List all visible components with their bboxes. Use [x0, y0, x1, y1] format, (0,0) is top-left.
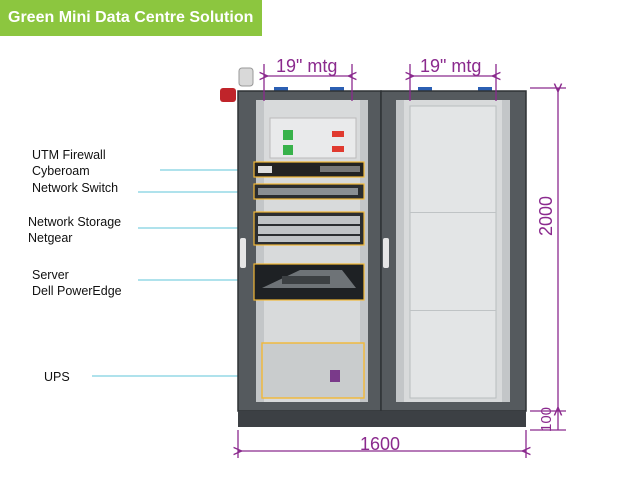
label-ups: UPS	[44, 370, 70, 384]
alarm-beacon-icon	[220, 88, 236, 102]
network-switch-device	[253, 183, 365, 200]
base-label: 100	[538, 406, 555, 432]
server-device	[253, 263, 365, 301]
network-storage-device	[253, 211, 365, 246]
top-light-icon	[238, 67, 254, 87]
right-rack	[380, 90, 527, 412]
mtg-left-label: 19" mtg	[276, 56, 338, 76]
label-storage-line1: Network Storage	[28, 215, 122, 229]
label-server-line1: Server	[32, 268, 69, 282]
rack-top-fittings	[220, 67, 492, 102]
height-label: 2000	[536, 195, 556, 236]
rack-base	[238, 411, 526, 427]
label-network-storage: Network Storage Netgear	[28, 214, 121, 246]
right-rack-handle	[383, 238, 389, 268]
ups-device	[261, 342, 365, 399]
label-server: Server Dell PowerEdge	[32, 267, 122, 299]
label-utm-line1: UTM Firewall	[32, 148, 106, 162]
label-server-line2: Dell PowerEdge	[32, 284, 122, 298]
dimension-lines	[238, 64, 566, 458]
left-rack-handle	[240, 238, 246, 268]
patch-panel	[269, 117, 357, 159]
label-storage-line2: Netgear	[28, 231, 73, 245]
mtg-right-label: 19" mtg	[420, 56, 482, 76]
label-utm-line2: Cyberoam	[32, 164, 90, 178]
width-label: 1600	[360, 434, 401, 454]
label-network-switch: Network Switch	[32, 181, 119, 195]
leader-lines	[92, 170, 258, 376]
page-title: Green Mini Data Centre Solution	[0, 0, 262, 36]
label-utm-firewall: UTM Firewall Cyberoam	[32, 147, 106, 179]
utm-firewall-device	[253, 161, 365, 178]
